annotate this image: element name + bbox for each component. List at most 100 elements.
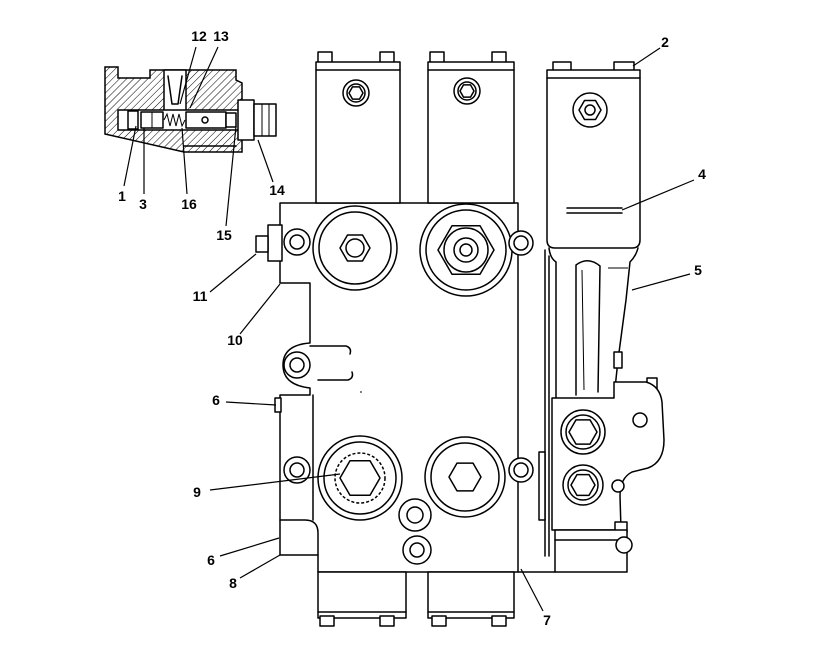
cross-section-inset xyxy=(104,66,277,153)
callout-6-upper: 6 xyxy=(212,392,277,408)
callout-label: 3 xyxy=(139,196,147,212)
block-body xyxy=(546,69,641,249)
callout-1: 1 xyxy=(118,125,137,204)
callout-15: 15 xyxy=(216,125,237,243)
bolt-bosses xyxy=(283,228,534,565)
callout-label: 14 xyxy=(269,182,285,198)
leader-line xyxy=(189,46,219,109)
port-plug-hex xyxy=(339,459,381,497)
callout-9: 9 xyxy=(193,473,341,500)
callout-label: 16 xyxy=(181,196,197,212)
body-notch-upper xyxy=(309,345,352,355)
relief-block xyxy=(546,61,641,249)
cap-bolt xyxy=(431,615,447,627)
leader-line xyxy=(239,554,281,579)
callouts: 12 13 2 4 5 14 1 3 xyxy=(118,28,706,628)
callout-label: 7 xyxy=(543,612,551,628)
boss-hole xyxy=(513,235,529,251)
leader-line xyxy=(181,127,188,195)
callout-12: 12 xyxy=(179,28,207,105)
arm-housing xyxy=(548,247,658,399)
port-plug-center xyxy=(345,238,365,258)
top-cap-right xyxy=(427,51,515,204)
port-upper-right xyxy=(419,203,513,297)
lower-relief-housing xyxy=(551,381,665,573)
boss-hole xyxy=(289,234,305,250)
cap-bolt xyxy=(379,615,395,627)
port-plug-hex xyxy=(448,462,482,492)
housing-boss xyxy=(615,536,633,554)
callout-8: 8 xyxy=(229,554,281,591)
housing-boss xyxy=(611,479,625,493)
callout-label: 2 xyxy=(661,34,669,50)
callout-label: 1 xyxy=(118,188,126,204)
port-lower-right xyxy=(424,436,506,518)
callout-label: 6 xyxy=(212,392,220,408)
left-boss xyxy=(267,224,283,262)
body-notch-lower xyxy=(317,371,354,381)
callout-label: 15 xyxy=(216,227,232,243)
callout-label: 11 xyxy=(193,288,208,304)
callout-label: 4 xyxy=(698,166,706,182)
inset-passage-taper xyxy=(167,75,183,105)
inset-seal xyxy=(225,112,237,128)
callout-label: 5 xyxy=(694,262,702,278)
arm-rib-line xyxy=(581,269,585,391)
inset-fitting-hex xyxy=(253,103,277,137)
callout-label: 12 xyxy=(191,28,207,44)
bottom-cap-left xyxy=(317,571,407,627)
arm-bolt xyxy=(613,351,623,369)
callout-label: 10 xyxy=(227,332,243,348)
cap-bolt xyxy=(491,615,507,627)
inset-plug xyxy=(127,110,139,130)
cap-body xyxy=(427,571,515,619)
port-lower-left xyxy=(317,435,403,521)
leader-line xyxy=(225,125,237,227)
housing-boss xyxy=(632,412,648,428)
callout-13: 13 xyxy=(189,28,229,109)
arm-rib xyxy=(575,260,601,396)
callout-label: 8 xyxy=(229,575,237,591)
block-plug-center xyxy=(584,104,596,116)
bottom-cap-right xyxy=(427,571,515,627)
callout-3: 3 xyxy=(139,128,147,212)
callout-10: 10 xyxy=(227,283,281,348)
boss-hole xyxy=(513,462,529,478)
leader-line xyxy=(209,253,257,293)
leader-line xyxy=(257,139,274,183)
boss-hole xyxy=(406,506,424,524)
inset-fitting-body xyxy=(237,99,255,141)
inset-orifice xyxy=(201,116,209,124)
boss-hole xyxy=(409,542,425,558)
leader-line xyxy=(219,537,280,557)
port-upper-left xyxy=(312,205,398,291)
leader-line xyxy=(225,401,277,406)
body-slot xyxy=(538,451,546,521)
cap-plug-hex xyxy=(459,84,475,98)
callout-7: 7 xyxy=(520,568,551,628)
leader-line xyxy=(621,179,695,211)
leader-line xyxy=(123,125,137,187)
callout-11: 11 xyxy=(193,253,257,304)
callout-2: 2 xyxy=(632,34,669,67)
arm-left-edge xyxy=(548,247,557,399)
leader-line xyxy=(179,46,197,105)
top-cap-left xyxy=(315,51,401,204)
leader-line xyxy=(631,273,691,291)
port-nut-center xyxy=(459,243,473,257)
arm-right-edge xyxy=(613,247,639,399)
leader-line xyxy=(632,47,661,67)
callout-16: 16 xyxy=(181,127,197,212)
leader-line xyxy=(520,568,544,612)
callout-14: 14 xyxy=(257,139,285,198)
inset-spring xyxy=(163,112,186,128)
boss-hole xyxy=(289,357,305,373)
body-lower-left-block xyxy=(279,519,319,556)
cap-bolt xyxy=(319,615,335,627)
lower-plug-hex xyxy=(570,473,596,497)
cap-body xyxy=(317,571,407,619)
housing-bottom-block xyxy=(554,529,628,573)
left-bolt xyxy=(255,235,269,253)
callout-6-lower: 6 xyxy=(207,537,280,568)
